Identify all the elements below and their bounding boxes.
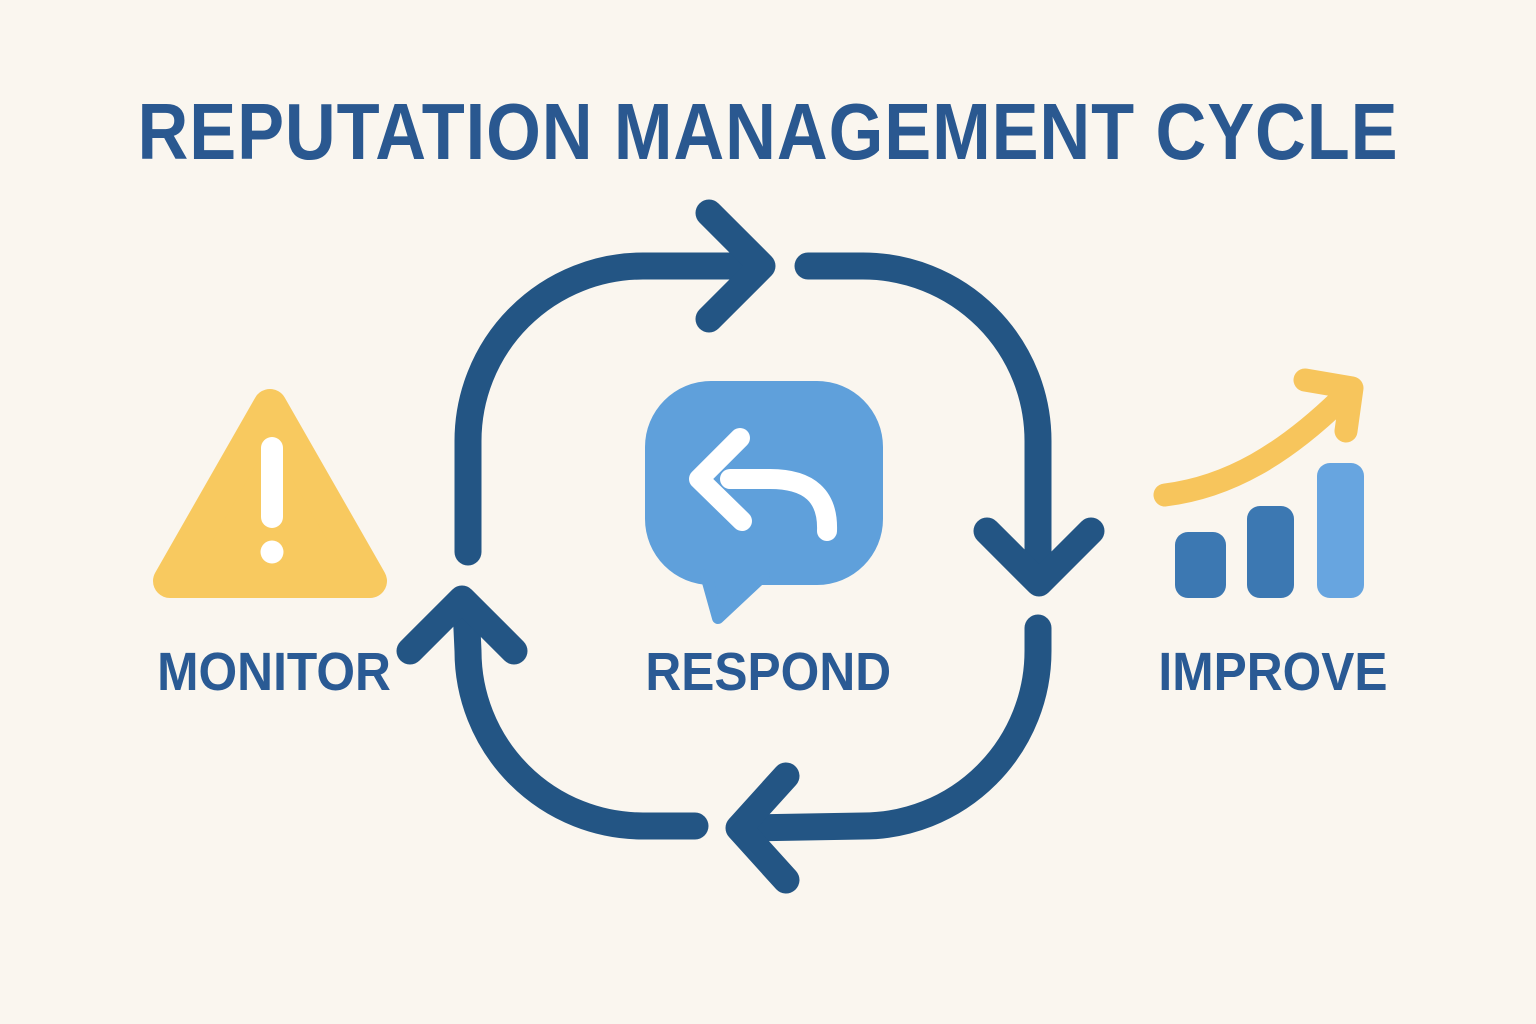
- step-label-improve: IMPROVE: [1158, 642, 1388, 702]
- trend-arrowhead-icon: [1293, 368, 1364, 443]
- growth-bar-chart-icon: [1153, 368, 1364, 598]
- cycle-arc-bottom-left: [452, 594, 709, 840]
- cycle-arrows-icon: [396, 199, 1105, 894]
- cycle-arrowhead-bottom-icon: [725, 762, 800, 894]
- bar-chart-bar-2: [1247, 506, 1294, 598]
- step-label-monitor: MONITOR: [157, 642, 391, 702]
- step-label-respond: RESPOND: [645, 642, 892, 702]
- exclamation-bar: [261, 437, 283, 528]
- bar-chart-bar-1: [1175, 532, 1226, 598]
- cycle-arrowhead-top-icon: [695, 199, 776, 333]
- exclamation-dot: [260, 540, 284, 564]
- reply-speech-bubble-icon: [645, 381, 883, 624]
- reply-arrow-shaft: [720, 469, 838, 541]
- warning-triangle-icon: [153, 389, 387, 598]
- bar-chart-bar-3: [1317, 463, 1364, 598]
- cycle-arrowhead-left-icon: [396, 585, 528, 665]
- trend-arrow-curve: [1153, 388, 1352, 507]
- speech-bubble-tail: [700, 569, 770, 624]
- page-title: REPUTATION MANAGEMENT CYCLE: [137, 87, 1399, 176]
- cycle-arc-top-right: [794, 252, 1052, 592]
- cycle-arc-bottom-right: [734, 614, 1052, 842]
- cycle-arc-top-left: [454, 252, 766, 566]
- cycle-arrowhead-right-icon: [973, 517, 1105, 597]
- reply-arrowhead-icon: [689, 428, 752, 531]
